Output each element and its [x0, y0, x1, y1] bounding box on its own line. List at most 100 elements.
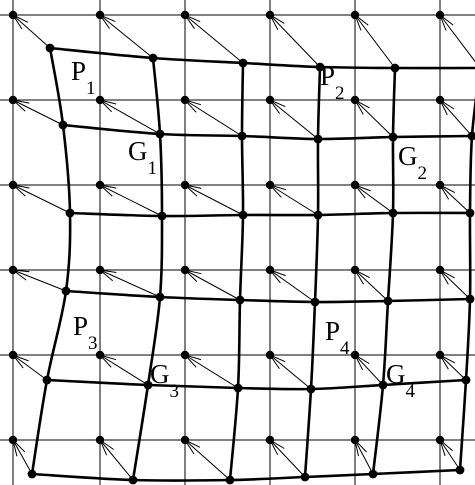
label-g2: G2 — [398, 141, 427, 184]
regular-node — [8, 180, 18, 190]
regular-node — [95, 350, 105, 360]
regular-node — [180, 350, 190, 360]
displacement-arrow — [268, 438, 306, 478]
arrow-shaft — [354, 184, 394, 214]
deformed-node — [388, 132, 398, 142]
deformed-node — [467, 131, 475, 141]
displacement-arrow — [11, 269, 67, 292]
label-g3: G3 — [150, 359, 179, 402]
displacement-arrow — [11, 13, 51, 49]
deformed-column-curve — [303, 65, 322, 479]
displacement-arrow — [183, 13, 244, 64]
deformed-node — [27, 469, 37, 479]
deformed-row-curve — [48, 46, 475, 70]
deformed-node — [155, 292, 165, 302]
grid-nodes — [8, 10, 475, 485]
regular-node — [95, 95, 105, 105]
arrow-shaft — [354, 354, 384, 386]
regular-node — [350, 180, 360, 190]
deformed-node — [128, 475, 138, 485]
deformed-node — [310, 297, 320, 307]
arrow-shaft — [439, 99, 473, 137]
arrow-shaft — [439, 354, 467, 381]
deformed-node — [225, 475, 235, 485]
label-p2: P2 — [320, 61, 345, 104]
deformed-row-curve — [30, 468, 462, 482]
displacement-arrow — [353, 98, 394, 138]
regular-node — [8, 350, 18, 360]
displacement-arrow — [98, 13, 154, 59]
deformed-node — [455, 465, 465, 475]
deformed-column-curve — [458, 95, 475, 472]
displacement-arrow — [183, 438, 231, 481]
deformed-node — [383, 296, 393, 306]
point-labels: P1 P2 G1 G2 P3 P4 G3 G4 — [71, 56, 427, 402]
deformed-node — [313, 210, 323, 220]
arrow-shaft — [354, 269, 389, 302]
deformed-node — [461, 375, 471, 385]
regular-node — [350, 10, 360, 20]
regular-node — [265, 10, 275, 20]
deformed-node — [148, 53, 158, 63]
arrow-shaft — [99, 99, 161, 135]
deformed-node — [237, 131, 247, 141]
displacement-arrow — [268, 184, 319, 216]
regular-node — [8, 10, 18, 20]
regular-node — [180, 95, 190, 105]
label-g1: G1 — [128, 136, 157, 179]
deformed-node — [388, 208, 398, 218]
arrow-shaft — [184, 184, 244, 216]
regular-node — [8, 435, 18, 445]
regular-node — [435, 350, 445, 360]
displacement-arrow — [353, 268, 389, 302]
deformed-node — [390, 63, 400, 73]
regular-node — [435, 10, 445, 20]
deformed-node — [58, 120, 68, 130]
regular-node — [350, 350, 360, 360]
regular-node — [180, 10, 190, 20]
regular-node — [435, 265, 445, 275]
arrow-shaft — [12, 99, 64, 126]
arrow-shaft — [99, 184, 163, 217]
arrow-shaft — [12, 184, 71, 214]
arrow-shaft — [184, 14, 244, 64]
arrow-shaft — [184, 99, 243, 137]
displacement-arrow — [98, 438, 134, 481]
arrow-shaft — [12, 354, 48, 381]
displacement-arrow — [438, 98, 473, 137]
deformed-node — [157, 211, 167, 221]
deformed-node — [45, 43, 55, 53]
arrow-shaft — [12, 439, 33, 475]
arrow-shaft — [99, 354, 149, 386]
arrow-shaft — [184, 439, 231, 481]
displacement-arrow — [268, 98, 319, 140]
arrow-shaft — [12, 269, 67, 292]
arrow-shaft — [184, 354, 239, 389]
label-p1: P1 — [71, 56, 96, 99]
displacement-arrow — [98, 184, 163, 217]
regular-node — [180, 265, 190, 275]
deformed-node — [235, 295, 245, 305]
regular-node — [350, 265, 360, 275]
regular-node — [8, 265, 18, 275]
displacement-arrow — [98, 354, 149, 386]
arrow-shaft — [99, 269, 161, 298]
arrow-shaft — [354, 14, 396, 69]
deformed-node — [238, 58, 248, 68]
displacement-arrow — [183, 354, 239, 389]
deformed-node — [300, 472, 310, 482]
regular-node — [95, 435, 105, 445]
deformed-column-curve — [228, 61, 245, 482]
deformed-node — [233, 383, 243, 393]
deformed-node — [155, 129, 165, 139]
displacement-arrow — [12, 438, 33, 475]
deformed-node — [65, 208, 75, 218]
arrow-shaft — [439, 14, 475, 63]
regular-node — [350, 95, 360, 105]
displacement-arrow — [353, 13, 396, 69]
regular-node — [265, 350, 275, 360]
displacement-arrow — [268, 268, 316, 303]
displacement-arrow — [11, 353, 48, 381]
